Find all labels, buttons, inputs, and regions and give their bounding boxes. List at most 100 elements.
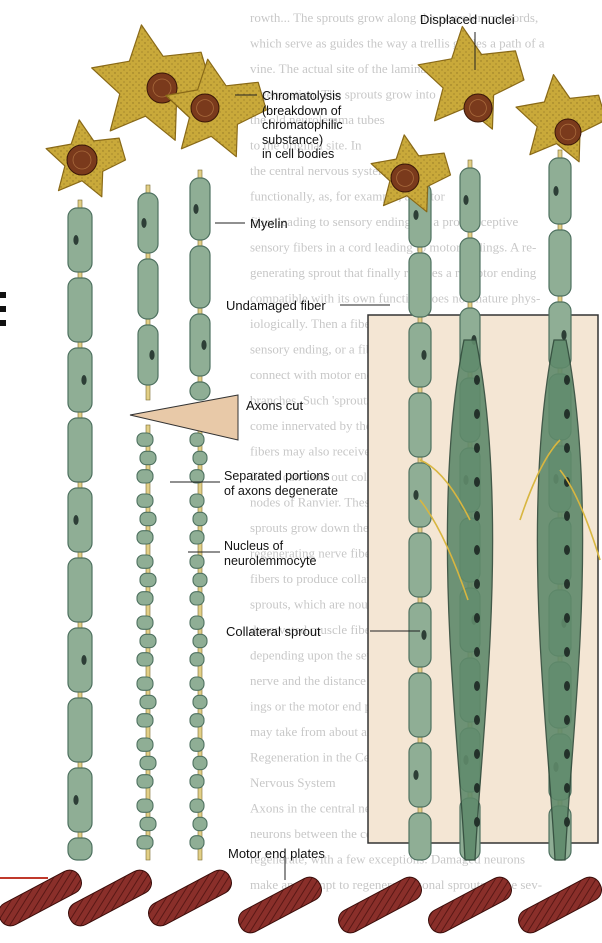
bundle-nucleus <box>564 511 570 521</box>
degenerating-myelin-fragment <box>137 592 153 605</box>
bundle-nucleus <box>564 783 570 793</box>
bundle-nucleus <box>474 783 480 793</box>
bundle-nucleus <box>474 545 480 555</box>
myelin-segment <box>68 558 92 622</box>
degenerating-myelin-fragment <box>190 653 204 666</box>
degenerating-myelin-fragment <box>137 653 153 666</box>
label-undamaged-fiber: Undamaged fiber <box>226 298 326 313</box>
myelin-segment <box>138 193 158 253</box>
chromatophilic-stipple <box>516 75 602 162</box>
neurolemmocyte-nucleus <box>413 210 418 220</box>
degenerating-myelin-fragment <box>137 555 153 568</box>
bundle-nucleus <box>564 545 570 555</box>
neurolemmocyte-nucleus <box>561 330 566 340</box>
bundle-nucleus <box>564 409 570 419</box>
degenerating-myelin-fragment <box>137 714 153 727</box>
bundle-nucleus <box>474 681 480 691</box>
cell-nucleus <box>391 164 419 192</box>
bundle-nucleus <box>474 715 480 725</box>
myelin-segment <box>460 238 480 302</box>
degenerating-myelin-fragment <box>190 616 204 629</box>
degenerating-myelin-fragment <box>137 470 153 483</box>
muscle-fiber-bundle <box>145 866 236 929</box>
degenerating-myelin-fragment <box>190 836 204 849</box>
degenerating-myelin-fragment <box>193 756 207 769</box>
degenerating-myelin-fragment <box>193 512 207 525</box>
bundle-nucleus <box>564 647 570 657</box>
bundle-nucleus <box>474 443 480 453</box>
myelin-segment <box>68 418 92 482</box>
cell-nucleus <box>67 145 97 175</box>
neurolemmocyte-nucleus <box>81 375 86 385</box>
label-collateral-sprout: Collateral sprout <box>226 624 321 639</box>
degenerating-myelin-fragment <box>140 512 156 525</box>
cell-nucleus <box>464 94 492 122</box>
bundle-nucleus <box>564 749 570 759</box>
myelin-segment <box>190 246 210 308</box>
degenerating-myelin-fragment <box>137 677 153 690</box>
background-text-line: vine. The actual site of the lamina of <box>250 61 441 76</box>
degenerating-myelin-fragment <box>140 695 156 708</box>
neurolemmocyte-nucleus <box>81 655 86 665</box>
degenerating-myelin-fragment <box>190 799 204 812</box>
bundle-nucleus <box>564 613 570 623</box>
bundle-nucleus <box>474 613 480 623</box>
myelin-segment <box>409 603 431 667</box>
bundle-nucleus <box>564 681 570 691</box>
neurolemmocyte-nucleus <box>73 795 78 805</box>
myelin-segment <box>409 813 431 860</box>
cell-nucleus <box>555 119 581 145</box>
degenerating-myelin-fragment <box>190 738 204 751</box>
myelin-segment <box>68 768 92 832</box>
degenerating-myelin-fragment <box>193 634 207 647</box>
degenerating-myelin-fragment <box>140 634 156 647</box>
degenerating-myelin-fragment <box>137 799 153 812</box>
bundle-nucleus <box>474 749 480 759</box>
degenerating-myelin-fragment <box>190 677 204 690</box>
myelin-segment <box>190 178 210 240</box>
myelin-segment <box>460 168 480 232</box>
background-text-line: which serve as guides the way a trellis … <box>250 36 545 51</box>
degenerating-myelin-fragment <box>190 470 204 483</box>
bundle-nucleus <box>564 375 570 385</box>
degenerating-myelin-fragment <box>137 433 153 446</box>
myelin-segment <box>68 838 92 860</box>
left-margin-marker <box>0 292 6 326</box>
neurolemmocyte-nucleus <box>193 204 198 214</box>
degenerating-myelin-fragment <box>140 756 156 769</box>
myelin-segment <box>138 325 158 385</box>
neurolemmocyte-nucleus <box>201 340 206 350</box>
label-motor-end-plates: Motor end plates <box>228 846 325 861</box>
myelin-segment <box>68 488 92 552</box>
bundle-nucleus <box>474 477 480 487</box>
neurolemmocyte-nucleus <box>421 350 426 360</box>
neurolemmocyte-nucleus <box>73 515 78 525</box>
degenerating-myelin-fragment <box>193 695 207 708</box>
myelin-segment <box>409 323 431 387</box>
degenerating-myelin-fragment <box>190 433 204 446</box>
myelin-segment <box>409 253 431 317</box>
label-axons-cut: Axons cut <box>246 398 303 413</box>
myelin-segment <box>190 314 210 376</box>
bundle-nucleus <box>474 409 480 419</box>
degenerating-myelin-fragment <box>140 573 156 586</box>
myelin-segment <box>68 278 92 342</box>
bundle-nucleus <box>564 443 570 453</box>
degenerating-myelin-fragment <box>137 775 153 788</box>
degenerating-myelin-fragment <box>190 592 204 605</box>
background-text-line: Nervous System <box>250 775 336 790</box>
myelin-segment <box>68 628 92 692</box>
neurolemmocyte-nucleus <box>463 195 468 205</box>
bundle-nucleus <box>474 817 480 827</box>
label-separated-portions: Separated portions of axons degenerate <box>224 469 338 498</box>
label-myelin: Myelin <box>250 216 288 231</box>
degenerating-myelin-fragment <box>137 616 153 629</box>
degenerating-myelin-fragment <box>137 494 153 507</box>
neurolemmocyte-nucleus <box>73 235 78 245</box>
background-text-line: the central nervous system <box>250 163 388 178</box>
bundle-nucleus <box>474 579 480 589</box>
background-text-line: sensory fibers in a cord leading to moto… <box>250 240 536 255</box>
degenerating-myelin-fragment <box>193 817 207 830</box>
neurolemmocyte-nucleus <box>413 770 418 780</box>
degenerating-myelin-fragment <box>193 451 207 464</box>
